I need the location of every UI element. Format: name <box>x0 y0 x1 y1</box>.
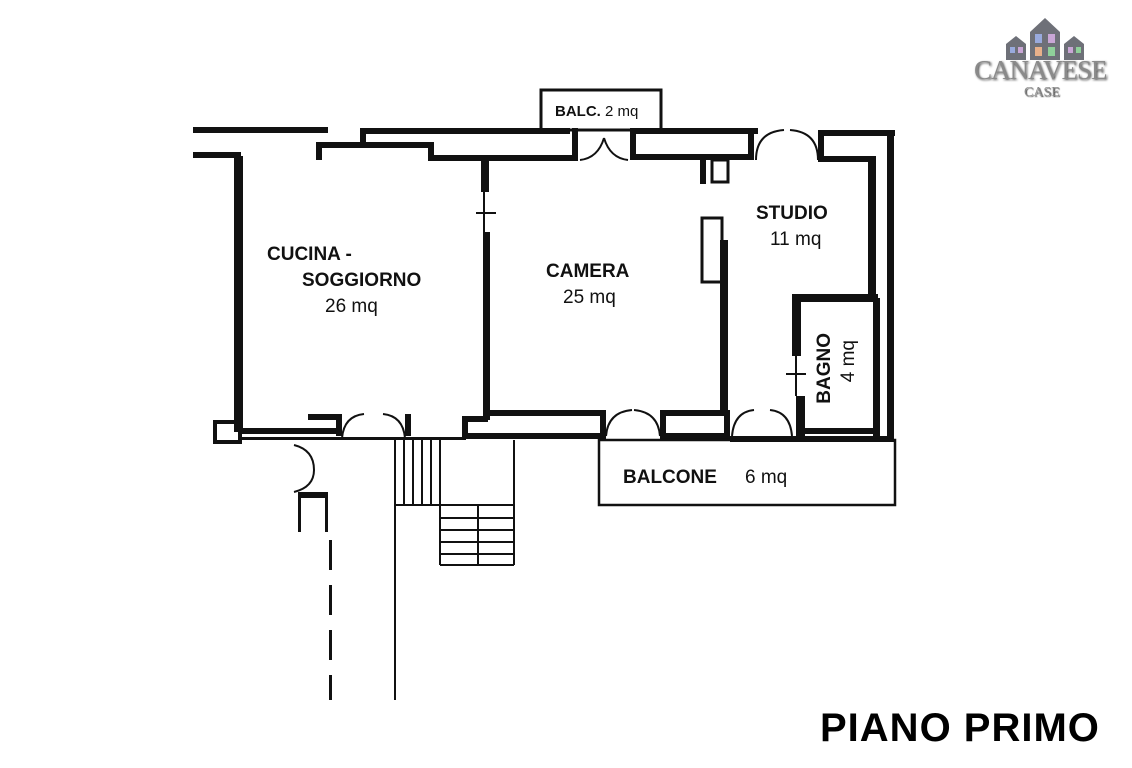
studio-label: STUDIO <box>756 203 828 224</box>
balcone-label: BALCONE <box>623 467 717 488</box>
camera-area: 25 mq <box>563 287 616 308</box>
entry-passage <box>298 492 332 700</box>
studio-area: 11 mq <box>770 229 822 250</box>
logo-sub: CASE <box>1024 85 1060 100</box>
cucina-label-1: CUCINA - <box>267 244 352 265</box>
floor-title: PIANO PRIMO <box>820 706 1100 750</box>
canavese-case-logo: CANAVESE CASE <box>968 14 1128 104</box>
balcone-outline <box>597 438 897 507</box>
bagno-label: BAGNO <box>814 333 835 404</box>
houses-icon <box>1006 18 1084 60</box>
cucina-area: 26 mq <box>325 296 378 317</box>
balc-small-area: 2 mq <box>605 103 639 120</box>
doors <box>293 129 819 493</box>
walls <box>193 88 895 444</box>
logo-name: CANAVESE <box>974 55 1108 85</box>
cucina-label-2: SOGGIORNO <box>302 270 422 291</box>
balc-small-name: BALC. <box>555 103 601 120</box>
balc-small-label: BALC. 2 mq <box>555 103 638 121</box>
camera-label: CAMERA <box>546 261 630 282</box>
balcone-area: 6 mq <box>745 467 788 488</box>
bagno-area: 4 mq <box>838 340 859 383</box>
stairs <box>394 440 515 700</box>
